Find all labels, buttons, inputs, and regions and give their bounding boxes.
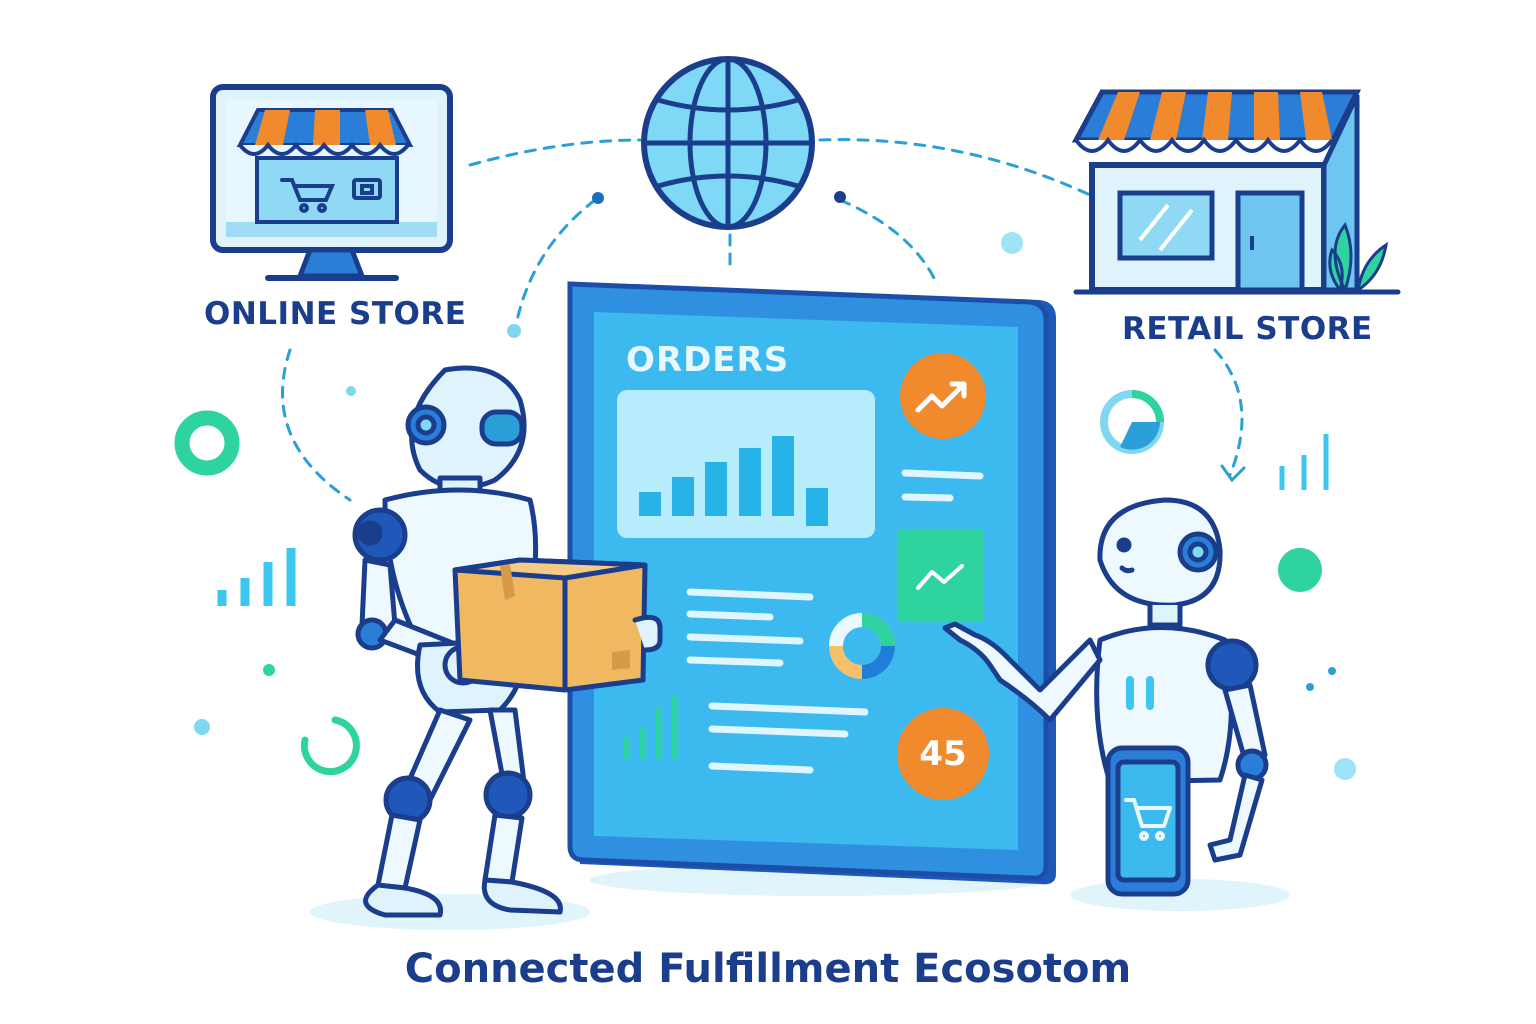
bar-chart-icon	[217, 548, 296, 606]
donut-chart-icon	[829, 613, 895, 679]
pie-chart-icon	[1100, 390, 1164, 454]
orders-bar-chart	[639, 436, 828, 526]
smartphone-icon	[1105, 745, 1191, 897]
order-count-badge: 45	[919, 734, 967, 774]
illustration-caption: Connected Fulfillment Ecosotom	[404, 946, 1132, 992]
decorations	[174, 232, 1356, 780]
cart-icon	[1124, 798, 1172, 841]
connector-lines	[281, 138, 1244, 502]
online-store-label: ONLINE STORE	[204, 296, 467, 332]
robot-carrying-box	[310, 365, 663, 930]
retail-store-label: RETAIL STORE	[1122, 311, 1373, 347]
bar-chart-icon	[1279, 434, 1329, 490]
trend-up-icon	[915, 381, 967, 413]
package-icon	[452, 557, 648, 693]
robot-pointing	[942, 497, 1290, 911]
storefront-icon	[236, 108, 414, 224]
cart-icon	[280, 178, 382, 213]
orders-dashboard	[567, 281, 1056, 896]
retail-store-building	[1071, 89, 1401, 295]
globe-icon	[641, 56, 815, 230]
dashboard-title: ORDERS	[626, 340, 790, 380]
online-store-monitor	[210, 84, 453, 281]
